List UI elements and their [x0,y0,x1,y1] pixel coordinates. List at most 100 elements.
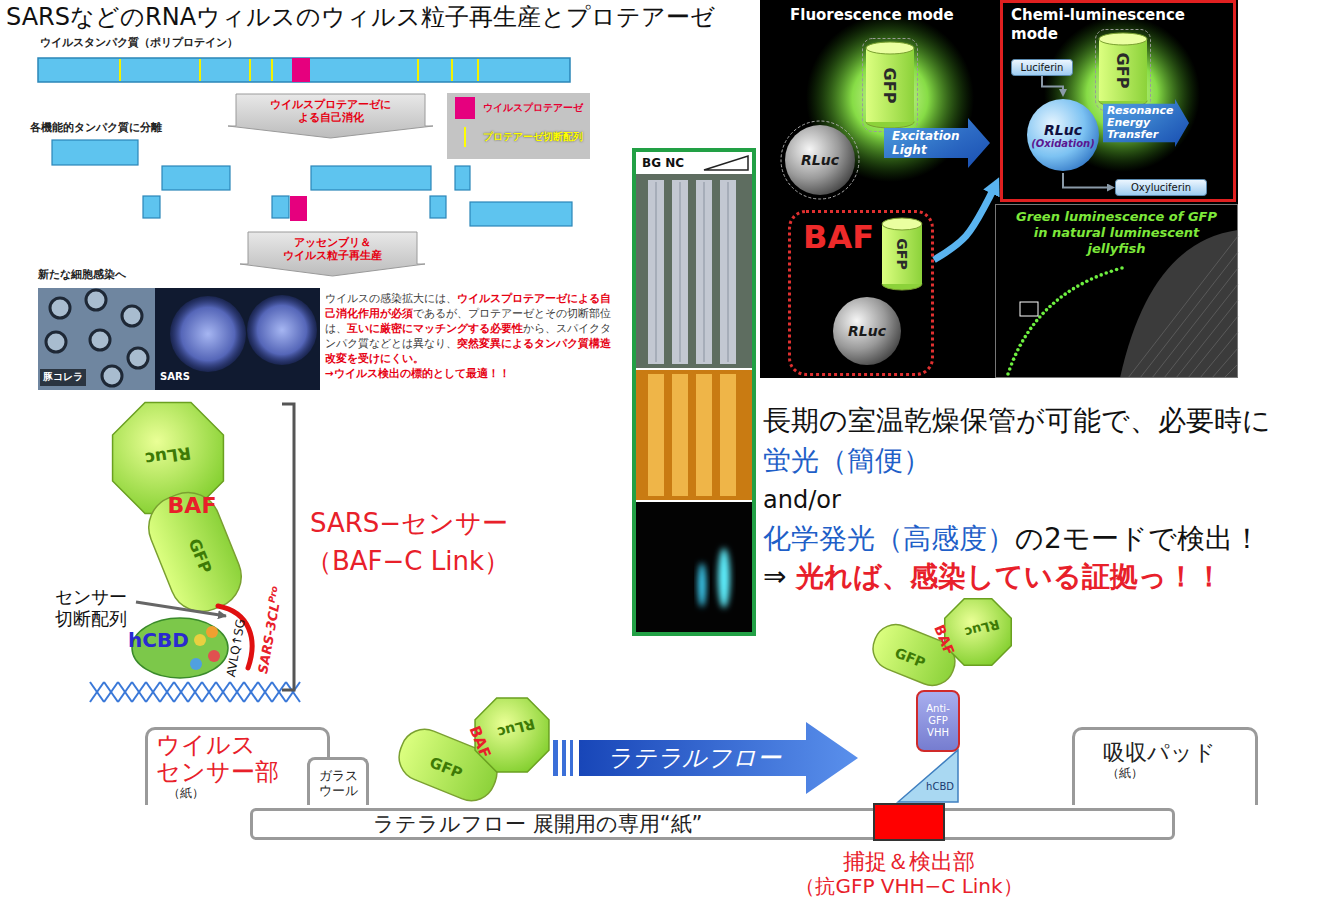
node-text: (Oxidation) [1031,138,1095,149]
luminescent-dot [1063,292,1067,296]
protein-fragment [311,166,431,190]
luminescent-dot [1076,284,1080,288]
block-arrow-shape [1103,99,1189,147]
gfp-cylinder: GFP [862,38,918,132]
strip-line [656,182,657,362]
node-text: hCBD [898,781,954,793]
virus-particle [86,290,106,310]
luminescent-dot [1014,353,1018,357]
luminescent-dot [1008,367,1012,371]
sphere [1027,99,1099,171]
bell-rib [1224,364,1238,378]
node-text: GFP [1113,52,1132,88]
node-text: （紙） [156,786,319,801]
product-box: Oxyluciferin [1115,179,1207,196]
test-strip [720,180,736,364]
node-text: Oxyluciferin [1131,182,1191,194]
luminescent-dot [1110,269,1114,273]
legend-sample [455,126,475,148]
label-text: ウイルスタンパク質（ポリプロテイン） [40,36,238,49]
gfp-domain [866,618,961,692]
test-strip [720,374,736,496]
cellulose-lattice [146,682,160,702]
cellulose-lattice [160,682,174,702]
legend-row: ウイルスプロテアーゼ [455,97,583,119]
bell-rib [1176,300,1238,378]
light-arrow: Excitation Light [884,118,990,168]
label-text: 長期の室温乾燥保管が可能で、必要時に [763,404,1271,438]
substrate-shape [1012,60,1073,76]
strip-line [728,182,729,362]
gfp-domain [139,483,251,621]
fusion-outline: BAFGFPRLuc [788,210,934,376]
cellulose-lattice [118,682,132,702]
connector [1063,173,1110,188]
label-text: and/or [763,486,841,515]
luminescent-dot [1094,275,1098,279]
block-arrow-shape [884,118,990,168]
luminescent-dot [1072,287,1076,291]
text-group: 化学発光（高感度）の2モードで検出！ [763,522,1261,556]
cellulose-lattice [174,682,188,702]
luminescent-dot [1032,323,1036,327]
label-text: 化学発光（高感度） [763,522,1015,555]
luminescent-dot [1090,277,1094,281]
gfp-domain [392,722,504,808]
cellulose-lattice [146,682,160,702]
cylinder-body [882,224,922,284]
substrate-shape [1116,180,1207,196]
title: SARSなどのRNAウィルスのウィルス粒子再生産とプロテアーゼ [6,2,715,32]
label-text: RLuc [144,443,192,470]
cleavage-site [271,59,273,81]
motion-stripe [562,740,566,776]
protein-fragment [455,166,470,190]
leader-arrow [136,602,226,616]
cellulose-lattice [258,682,272,702]
antibody-box: Anti-GFP VHH [916,690,960,752]
luminescent-dot [1021,339,1025,343]
motion-stripe [570,740,573,776]
legend-text: プロテアーゼ切断配列 [483,126,583,148]
legend-panel [447,93,590,159]
luminescent-dot [1041,312,1045,316]
block-arrow: アッセンブリ＆ ウイルス粒子再生産 [240,232,425,276]
absorbent-pad: 吸収パッド（紙） [1072,727,1258,805]
zoom-frame [1020,302,1038,316]
block-arrow-shape [228,94,433,138]
node-text: ウイルス センサー部 [156,732,319,786]
cleavage-site [451,59,453,81]
luminescence-spot [698,563,706,607]
label-text: 互いに厳密にマッチングする必要性 [347,322,523,334]
luminescent-dot [1018,343,1022,347]
cellulose-lattice [174,682,188,702]
strip-line [680,182,681,362]
luminescent-dot [1048,305,1052,309]
node-text: Excitation Light [892,129,966,157]
protease-domain [292,58,310,82]
virus-particle [90,330,110,350]
cleavage-site [199,59,201,81]
strip-photo [636,174,752,368]
label-text: RLuc [963,616,1001,640]
dark-panel [760,0,1238,378]
luminescent-dot [1045,308,1049,312]
virus-particle [102,366,122,386]
cellulose-lattice [202,682,216,702]
label-text: SARS-3CL [256,602,283,675]
surface-patch [190,658,202,670]
photo-header [636,152,752,174]
test-strip [696,374,712,496]
cellulose-lattice [132,682,146,702]
label-text: 新たな細胞感染へ [38,268,126,281]
cellulose-lattice [104,682,118,702]
luminescent-dot [1023,335,1027,339]
strip-photo [636,502,752,632]
text-group: ⇒光れば、感染している証拠っ！！ [763,560,1223,594]
bell-rib [1152,268,1238,378]
rluc-domain [945,599,1012,666]
virus-particle [128,348,148,368]
test-strip [648,180,664,364]
virus-particle [46,332,66,352]
luminescence-spot [718,548,730,608]
cellulose-lattice [202,682,216,702]
